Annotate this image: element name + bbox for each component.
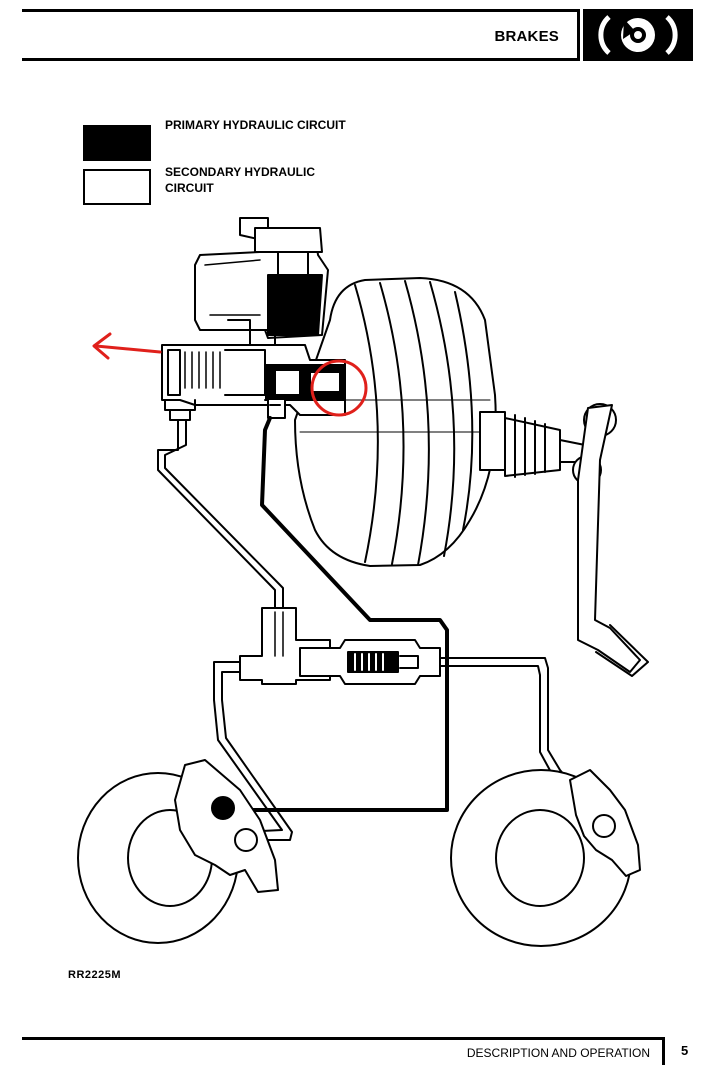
brake-pedal <box>572 403 649 677</box>
brake-booster <box>294 277 497 567</box>
fluid-reservoir <box>194 217 329 339</box>
pushrod-bellows <box>479 411 586 478</box>
figure-reference: RR2225M <box>68 969 122 981</box>
primary-line <box>224 416 449 812</box>
page-number: 5 <box>681 1043 689 1058</box>
legend-primary-label: PRIMARY HYDRAULIC CIRCUIT <box>165 118 346 132</box>
page-footer: DESCRIPTION AND OPERATION <box>22 1037 665 1065</box>
secondary-line-front <box>157 419 284 611</box>
footer-section: DESCRIPTION AND OPERATION <box>466 1046 650 1060</box>
red-highlight-circle <box>310 359 368 417</box>
brake-disc-icon <box>583 9 693 61</box>
page-header: BRAKES <box>22 9 580 61</box>
master-cylinder <box>161 319 346 421</box>
pressure-valve-block <box>239 607 441 685</box>
red-arrow-annotation <box>92 332 162 360</box>
legend-primary-swatch <box>83 125 151 161</box>
legend-secondary-swatch <box>83 169 151 205</box>
right-brake-disc <box>450 769 641 947</box>
left-brake-disc <box>77 759 279 944</box>
section-title: BRAKES <box>494 28 559 45</box>
legend-secondary-label: SECONDARY HYDRAULIC CIRCUIT <box>165 165 316 195</box>
